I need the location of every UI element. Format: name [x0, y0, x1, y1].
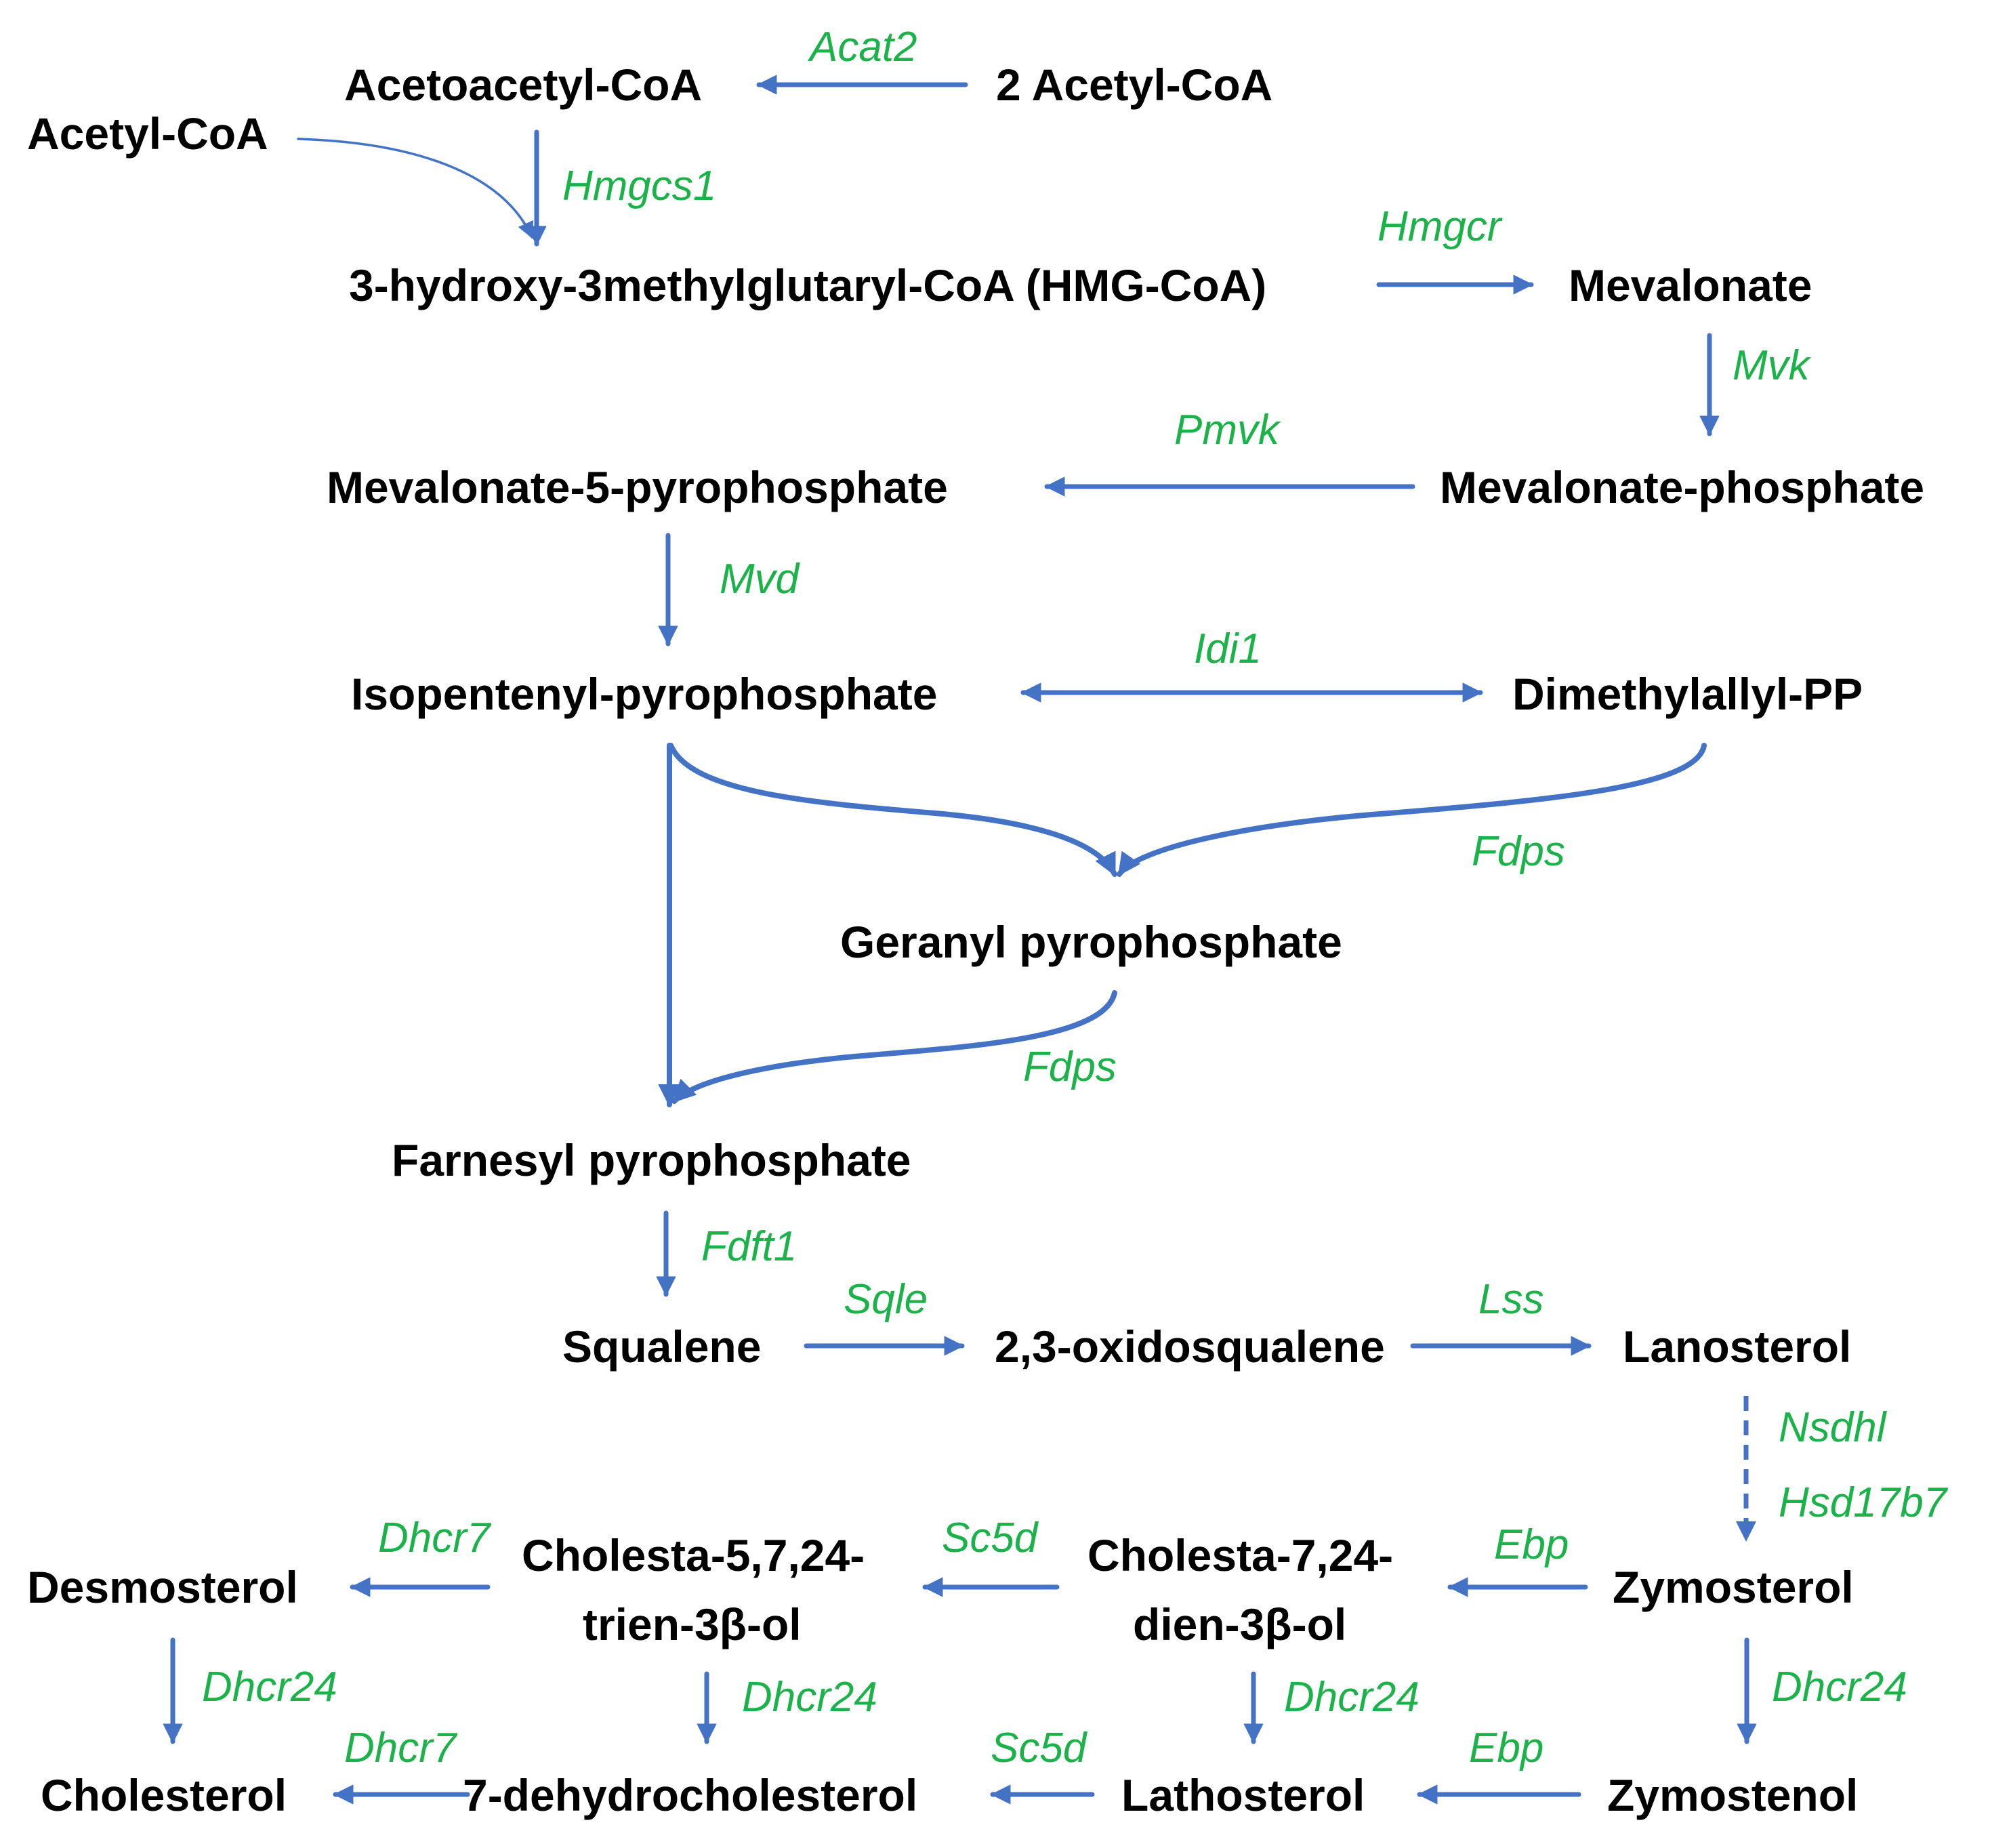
enzyme-mvk: Mvk [1733, 342, 1812, 389]
arrow-ipp-to-gpp [668, 743, 1117, 877]
metabolite-2-acetyl-coa: 2 Acetyl-CoA [996, 60, 1272, 110]
metabolite-mevalonate: Mevalonate [1569, 260, 1812, 310]
enzyme-idi1: Idi1 [1194, 625, 1262, 672]
enzyme-dhcr24-trienol: Dhcr24 [742, 1674, 877, 1721]
enzyme-dhcr24-zymosterol: Dhcr24 [1772, 1664, 1907, 1710]
metabolite-cholesta-7-24-dien-line2: dien-3β-ol [1133, 1599, 1346, 1649]
metabolite-dimethylallyl-pp: Dimethylallyl-PP [1512, 669, 1863, 719]
enzyme-sc5d-top: Sc5d [942, 1515, 1039, 1561]
arrow-acetyl-coa-curve [297, 138, 534, 239]
metabolite-2-3-oxidosqualene: 2,3-oxidosqualene [995, 1321, 1385, 1372]
metabolite-mevalonate-5-pyrophosphate: Mevalonate-5-pyrophosphate [327, 462, 948, 512]
enzyme-fdps-bottom: Fdps [1023, 1044, 1117, 1090]
arrow-dmapp-to-gpp [1117, 743, 1707, 877]
enzyme-dhcr7-bottom: Dhcr7 [344, 1725, 458, 1771]
enzyme-acat2: Acat2 [807, 24, 917, 70]
metabolite-cholesta-5-7-24-trien-line1: Cholesta-5,7,24- [522, 1530, 865, 1580]
enzyme-dhcr24-dienol: Dhcr24 [1284, 1674, 1419, 1721]
metabolite-squalene: Squalene [562, 1321, 761, 1372]
arrow-gpp-to-fpp [671, 990, 1117, 1104]
enzyme-sqle: Sqle [844, 1276, 928, 1323]
metabolite-mevalonate-phosphate: Mevalonate-phosphate [1440, 462, 1924, 512]
enzymes: Acat2 Hmgcs1 Hmgcr Mvk Pmvk Mvd Idi1 Fdp… [202, 24, 1949, 1771]
enzyme-fdft1: Fdft1 [701, 1223, 797, 1270]
metabolite-cholesta-5-7-24-trien-line2: trien-3β-ol [583, 1599, 802, 1649]
enzyme-hmgcs1: Hmgcs1 [562, 163, 716, 209]
enzyme-nsdhl: Nsdhl [1779, 1404, 1888, 1451]
metabolite-hmg-coa: 3-hydroxy-3methylglutaryl-CoA (HMG-CoA) [349, 260, 1266, 310]
metabolite-cholesta-7-24-dien-line1: Cholesta-7,24- [1087, 1530, 1393, 1580]
metabolite-7-dehydrocholesterol: 7-dehydrocholesterol [463, 1770, 917, 1820]
metabolite-lathosterol: Lathosterol [1121, 1770, 1365, 1820]
metabolite-cholesterol: Cholesterol [41, 1770, 287, 1820]
metabolite-zymosterol: Zymosterol [1613, 1562, 1854, 1612]
enzyme-hmgcr: Hmgcr [1377, 203, 1503, 250]
enzyme-sc5d-bottom: Sc5d [991, 1725, 1088, 1771]
metabolites: Acetoacetyl-CoA 2 Acetyl-CoA Acetyl-CoA … [27, 60, 1924, 1820]
metabolite-acetoacetyl-coa: Acetoacetyl-CoA [344, 60, 702, 110]
enzyme-dhcr7-top: Dhcr7 [378, 1515, 492, 1561]
enzyme-mvd: Mvd [720, 556, 801, 602]
enzyme-dhcr24-desmosterol: Dhcr24 [202, 1664, 337, 1710]
enzyme-pmvk: Pmvk [1174, 407, 1281, 453]
metabolite-desmosterol: Desmosterol [27, 1562, 298, 1612]
enzyme-ebp-bottom: Ebp [1469, 1725, 1543, 1771]
enzyme-ebp-top: Ebp [1494, 1521, 1569, 1568]
enzyme-lss: Lss [1478, 1276, 1543, 1323]
enzyme-hsd17b7: Hsd17b7 [1779, 1479, 1949, 1526]
arrowhead-nsdhl-hsd17b7 [1736, 1521, 1756, 1542]
metabolite-zymostenol: Zymostenol [1607, 1770, 1858, 1820]
metabolite-geranyl-pyrophosphate: Geranyl pyrophosphate [840, 917, 1342, 967]
arrows [163, 75, 1757, 1805]
metabolite-lanosterol: Lanosterol [1623, 1321, 1851, 1372]
metabolite-acetyl-coa: Acetyl-CoA [27, 108, 268, 159]
metabolite-isopentenyl-pyrophosphate: Isopentenyl-pyrophosphate [351, 669, 937, 719]
enzyme-fdps-top: Fdps [1472, 828, 1565, 875]
metabolite-farnesyl-pyrophosphate: Farnesyl pyrophosphate [392, 1135, 911, 1185]
